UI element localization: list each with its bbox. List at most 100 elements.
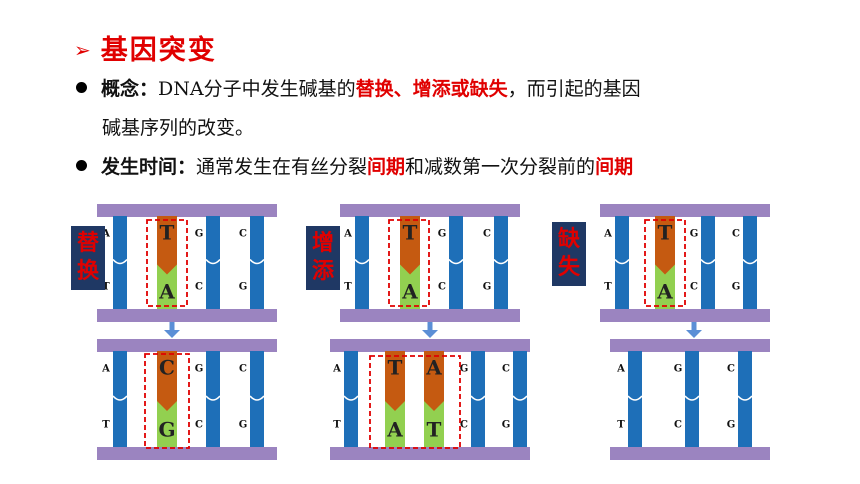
p1-label-char-1: 替	[77, 231, 99, 256]
p3-bot-strand-2-top-base: G	[674, 364, 683, 375]
p2-bot-strand-1-top-base: A	[332, 364, 341, 375]
p2-bot-backbone-upper	[330, 339, 530, 352]
p2-bot-strand-4-top-base: C	[502, 364, 510, 375]
p2-arrow-head	[422, 330, 438, 338]
p3-top-backbone-upper	[600, 204, 770, 217]
p2-top-strand-4-join	[493, 258, 509, 265]
p2-bot-strand-mut-2-top-base: A	[425, 356, 442, 380]
p3-top-strand-1-join	[614, 258, 630, 265]
p3-top-strand-3-join	[700, 258, 716, 265]
p3-bot-strand-1-top-base: A	[616, 364, 625, 375]
p3-top-strand-mut-bottom-base: A	[656, 280, 673, 304]
p1-bot-strand-4-bottom-base: G	[239, 420, 248, 431]
p1-top-strand-4-join	[249, 258, 265, 265]
p3-bot-strand-3-join	[737, 395, 753, 401]
p1-bot-backbone-upper	[97, 339, 277, 352]
p2-label-char-1: 增	[312, 230, 334, 256]
p1-arrow-head	[164, 330, 180, 338]
p3-bot-strand-3-bottom-base: G	[727, 420, 736, 431]
p3-top-dashed-box	[644, 219, 686, 307]
p3-bot-backbone-upper	[610, 339, 770, 352]
time-label: 发生时间：	[101, 156, 197, 178]
time-highlight-2: 间期	[595, 156, 634, 178]
concept-line2: 碱基序列的改变。	[102, 117, 255, 139]
p2-label-bg	[306, 226, 340, 290]
arrow-bullet-icon: ➢	[74, 38, 93, 62]
p3-bot-strand-3	[738, 351, 752, 447]
p3-bot-strand-2	[685, 351, 699, 447]
p3-bot-backbone-lower	[610, 447, 770, 460]
p2-top-strand-3-bottom-base: C	[438, 282, 446, 293]
p1-bot-strand-4-top-base: C	[239, 364, 247, 375]
p3-arrow-head	[686, 330, 702, 338]
concept-highlight: 替换、增添或缺失	[355, 78, 508, 100]
p3-top-strand-4-bottom-base: G	[732, 282, 741, 293]
p1-bot-strand-4	[250, 351, 264, 447]
p3-top-strand-3-top-base: G	[690, 229, 699, 240]
p1-bot-strand-1-join	[112, 395, 128, 401]
p3-top-strand-mut-orange	[655, 216, 675, 275]
p3-label-char-2: 失	[558, 255, 581, 280]
p1-bot-dashed-box	[144, 353, 190, 449]
p3-top-strand-1-bottom-base: T	[604, 282, 612, 293]
p2-bot-strand-1-join	[343, 395, 359, 401]
p2-top-backbone-upper	[340, 204, 520, 217]
time-text-b: 和减数第一次分裂前的	[405, 156, 596, 178]
p1-top-strand-1-top-base: A	[101, 229, 110, 240]
p1-bot-strand-4-join	[249, 395, 265, 401]
p3-bot-strand-3-top-base: C	[727, 364, 735, 375]
p1-top-strand-3-join	[205, 258, 221, 265]
p2-top-strand-3	[449, 216, 463, 309]
p3-label-char-1: 缺	[558, 226, 581, 252]
p2-top-strand-4	[494, 216, 508, 309]
p2-bot-strand-mut-1-top-base: T	[388, 356, 403, 380]
p2-bot-strand-3-bottom-base: C	[460, 420, 468, 431]
p1-bot-strand-3-top-base: G	[195, 364, 204, 375]
p2-top-strand-mut-bottom-base: A	[401, 280, 418, 304]
p2-bot-strand-mut-2-bottom-base: T	[427, 418, 442, 442]
p2-bot-strand-mut-1-orange	[385, 351, 405, 411]
p1-top-strand-3-bottom-base: C	[195, 282, 203, 293]
p3-top-strand-3-bottom-base: C	[690, 282, 698, 293]
p1-bot-strand-mut-bottom-base: G	[158, 418, 175, 442]
p2-bot-strand-3-top-base: G	[460, 364, 469, 375]
p1-label-bg	[71, 226, 105, 290]
p1-top-strand-4-top-base: C	[239, 229, 247, 240]
p1-bot-backbone-lower	[97, 447, 277, 460]
p3-bot-strand-2-bottom-base: C	[674, 420, 682, 431]
p1-top-backbone-lower	[97, 309, 277, 322]
p2-bot-strand-1	[344, 351, 358, 447]
p2-top-strand-1-join	[354, 258, 370, 265]
p1-bot-strand-1	[113, 351, 127, 447]
p2-bot-strand-mut-2-orange	[424, 351, 444, 411]
p2-top-strand-4-top-base: C	[483, 229, 491, 240]
p1-bot-strand-mut-orange	[157, 351, 177, 411]
p1-top-strand-mut-top-base: T	[160, 221, 175, 245]
p1-top-strand-mut-bottom-base: A	[158, 280, 175, 304]
title-text: 基因突变	[100, 35, 217, 66]
p1-top-strand-1	[113, 216, 127, 309]
p3-top-strand-1	[615, 216, 629, 309]
p1-bot-strand-1-bottom-base: T	[102, 420, 110, 431]
p2-top-strand-3-join	[448, 258, 464, 265]
p2-top-strand-4-bottom-base: G	[483, 282, 492, 293]
p2-bot-strand-3-join	[470, 395, 486, 401]
p2-bot-strand-1-bottom-base: T	[333, 420, 341, 431]
p2-bot-strand-4	[513, 351, 527, 447]
p3-top-strand-4-join	[742, 258, 758, 265]
concept-text-a: DNA分子中发生碱基的	[158, 78, 356, 100]
p3-bot-strand-1	[628, 351, 642, 447]
p1-bot-strand-3	[206, 351, 220, 447]
p2-bot-strand-4-bottom-base: G	[502, 420, 511, 431]
p1-top-strand-mut-orange	[157, 216, 177, 275]
p2-bot-strand-mut-1-bottom-base: A	[386, 418, 403, 442]
p1-top-strand-4-bottom-base: G	[239, 282, 248, 293]
time-text-a: 通常发生在有丝分裂	[196, 156, 368, 178]
concept-text-b: ，而引起的基因	[507, 78, 641, 100]
bullet-dot-icon	[76, 82, 87, 93]
p2-top-strand-mut-orange	[400, 216, 420, 275]
p1-top-strand-3	[206, 216, 220, 309]
p1-top-strand-3-top-base: G	[195, 229, 204, 240]
p2-bot-dashed-box	[369, 355, 461, 449]
p3-bot-strand-1-join	[627, 395, 643, 401]
